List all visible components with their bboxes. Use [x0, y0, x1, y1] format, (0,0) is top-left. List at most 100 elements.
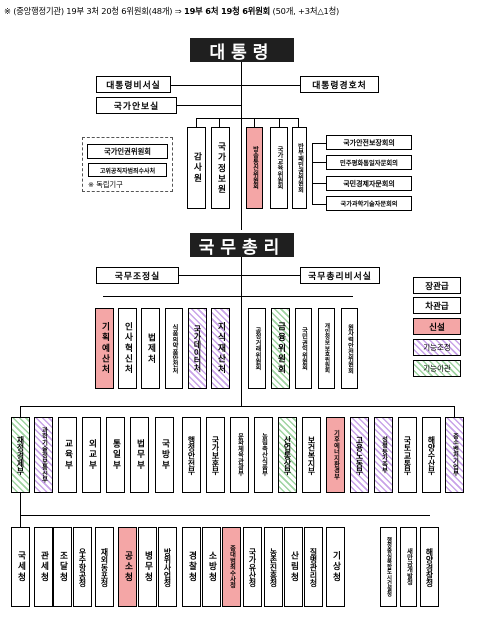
human-rights-commission: 국가인권위원회 [87, 144, 168, 159]
ministry-of-government-legislation: 법제처 [141, 308, 160, 389]
conn [254, 118, 256, 128]
overseas-koreans-agency: 재외동포청 [95, 527, 114, 607]
conn [454, 406, 456, 417]
national-tax-service: 국세청 [11, 527, 30, 607]
saemangeum-development-agency: 새만금개발청 [400, 527, 417, 607]
advisory-security-council: 국가안전보장회의 [326, 135, 412, 150]
serious-crimes-investigation-agency: 중대범죄수사청 [222, 527, 241, 607]
presidential-secretariat: 대통령비서실 [96, 76, 171, 93]
personal-information-commission: 개인정보보호위원회 [318, 308, 335, 389]
korea-aerospace-administration: 우주항공청 [73, 527, 92, 607]
ministry-gender-equality-family: 성평등가족부 [374, 417, 393, 493]
advisory-unification-council: 민주평화통일자문회의 [326, 155, 412, 170]
ministry-culture-sports-tourism: 문화체육관광부 [230, 417, 249, 493]
rural-development-administration: 농촌진흥청 [264, 527, 283, 607]
anti-corruption-commission: 반부패민권위원회 [292, 127, 307, 209]
conn [312, 162, 326, 164]
ministry-land-transport: 국토교통부 [398, 417, 417, 493]
military-manpower-administration: 병무청 [138, 527, 157, 607]
ministry-employment-labor: 고용노동부 [350, 417, 369, 493]
conn [279, 118, 281, 128]
national-intelligence-service: 국가정보원 [211, 127, 230, 209]
korean-national-police-agency: 경찰청 [182, 527, 201, 607]
conn [312, 183, 326, 185]
ministry-finance-economy: 재정경제부 [11, 417, 30, 493]
header-note: ※ (중앙행정기관) 19부 3처 20청 6위원회(48개) ⇒ 19부 6처… [4, 5, 339, 17]
fair-trade-commission: 공정거래위원회 [248, 308, 266, 389]
prime-minister-box: 국무총리 [190, 233, 294, 258]
ministry-smes-startups: 중소벤처기업부 [445, 417, 464, 493]
presidential-security-service: 대통령경호처 [300, 76, 379, 93]
intellectual-property-office: 지식재산처 [211, 308, 230, 389]
independent-group [82, 137, 173, 192]
ministry-health-welfare: 보건복지부 [302, 417, 321, 493]
financial-services-commission: 금융위원회 [271, 308, 290, 389]
office-for-government-policy-coordination: 국무조정실 [96, 267, 179, 284]
ministry-oceans-fisheries: 해양수산부 [422, 417, 441, 493]
conn [196, 118, 198, 128]
anti-corruption-civil-rights-commission: 국민권익위원회 [295, 308, 312, 389]
arrow-icon: ⇒ [174, 6, 182, 16]
korea-meteorological-administration: 기상청 [326, 527, 345, 607]
ministry-climate-energy-environment: 기후에너지환경부 [326, 417, 345, 493]
ministry-of-food-drug-safety: 식품의약품안전처 [165, 308, 183, 389]
aide-line [170, 85, 302, 87]
conn [219, 118, 221, 128]
korea-coast-guard: 해양경찰청 [420, 527, 439, 607]
advisory-science-council: 국가과학기술자문회의 [326, 196, 412, 211]
president-box: 대통령 [190, 38, 294, 63]
independent-note: ※ 독립기구 [88, 180, 123, 189]
pm-bodies-line [103, 296, 353, 298]
ministry-national-defense: 국방부 [155, 417, 174, 493]
board-of-audit: 감사원 [187, 127, 206, 209]
legend-function-adjusted: 기능조정 [413, 339, 461, 356]
ministry-of-personnel-management: 인사혁신처 [118, 308, 137, 389]
ministry-of-planning-budget: 기획예산처 [95, 308, 114, 389]
pm-aide-line [178, 275, 302, 277]
national-education-commission: 국가교육위원회 [270, 127, 288, 209]
legend-function-transferred: 기능이관 [413, 360, 461, 377]
cio-office: 고위공직자범죄수사처 [88, 163, 167, 177]
defense-acquisition-program: 방위사업청 [158, 527, 177, 607]
ministry-justice: 법무부 [130, 417, 149, 493]
conn [312, 143, 314, 205]
conn [312, 204, 326, 206]
conn [298, 118, 300, 128]
ministry-patriots-veterans: 국가보훈부 [206, 417, 225, 493]
legend-new: 신설 [413, 318, 461, 335]
agency-line [20, 515, 430, 517]
ministry-science-ict: 과학기술정보통신부 [34, 417, 53, 493]
legend-vice-minister-level: 차관급 [413, 297, 461, 314]
conn [312, 143, 326, 145]
macc-agency: 행정중심복합도시건설청 [380, 527, 397, 607]
national-data-office: 국가데이터처 [188, 308, 207, 389]
ministry-line [20, 406, 454, 408]
conn [20, 493, 22, 527]
ministry-foreign-affairs: 외교부 [82, 417, 101, 493]
broadcasting-commission: 방송통신위원회 [246, 127, 263, 209]
korea-heritage-service: 국가유산청 [243, 527, 262, 607]
ministry-agriculture-food: 농림축산식품부 [254, 417, 273, 493]
legend-minister-level: 장관급 [413, 277, 461, 294]
prime-minister-secretariat: 국무총리비서실 [300, 267, 380, 284]
national-security-office: 국가안보실 [96, 97, 177, 114]
ministry-education: 교육부 [58, 417, 77, 493]
ministry-industry-trade: 산업통상부 [278, 417, 297, 493]
ministry-interior-safety: 행정안전부 [182, 417, 201, 493]
advisory-economic-council: 국민경제자문회의 [326, 176, 412, 191]
header-after: 19부 6처 19청 6위원회 [184, 6, 271, 16]
bodies-line [196, 118, 298, 120]
header-before: ※ (중앙행정기관) 19부 3처 20청 6위원회(48개) [4, 6, 173, 16]
nsa-line [176, 105, 242, 107]
public-prosecution-office: 공소청 [118, 527, 137, 607]
ministry-unification: 통일부 [106, 417, 125, 493]
header-after-note: (50개, +3처△1청) [272, 6, 340, 16]
korea-forest-service: 산림청 [284, 527, 303, 607]
conn [20, 406, 22, 417]
public-procurement-service: 조달청 [53, 527, 72, 607]
nuclear-safety-commission: 원자력안전위원회 [341, 308, 358, 389]
president-trunk [241, 60, 243, 230]
conn [241, 296, 243, 406]
korea-customs-service: 관세청 [34, 527, 53, 607]
national-fire-agency: 소방청 [202, 527, 221, 607]
